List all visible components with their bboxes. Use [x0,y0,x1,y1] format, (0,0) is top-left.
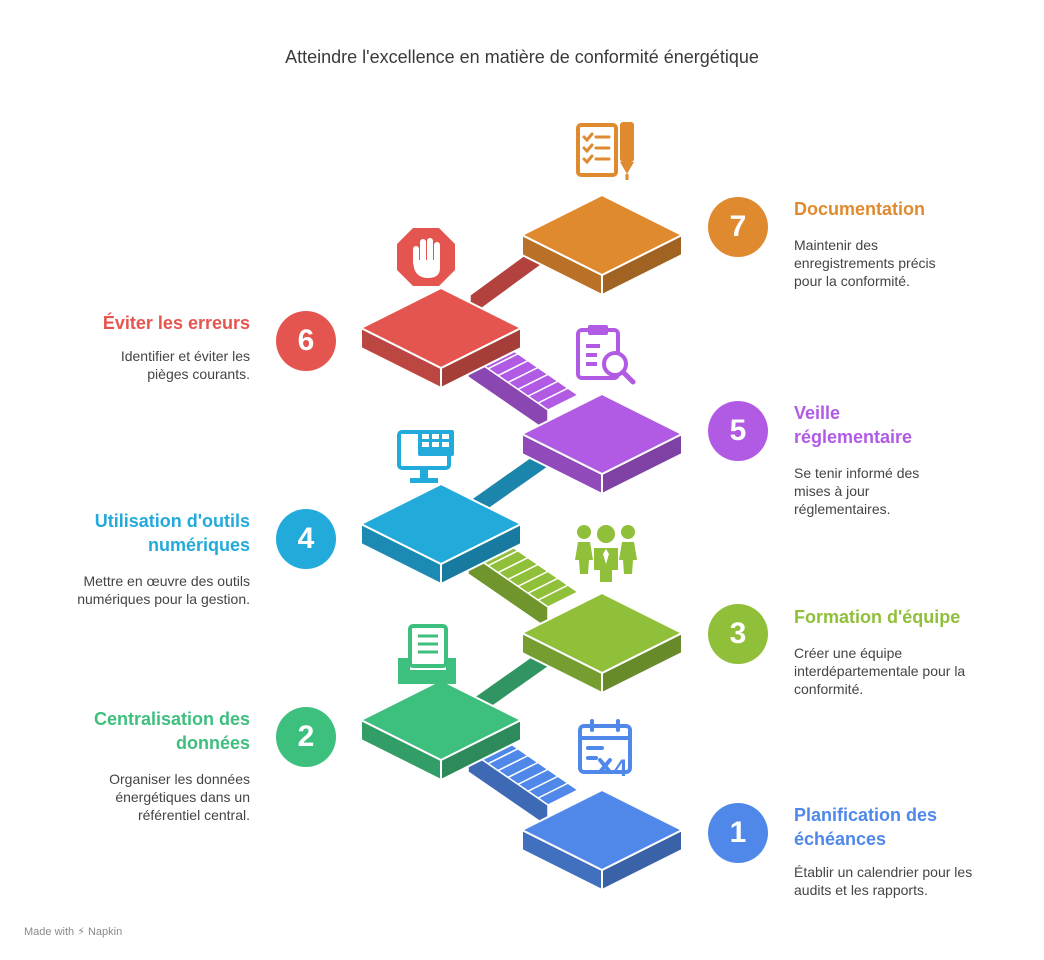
step-3-description: Créer une équipe interdépartementale pou… [794,645,966,697]
platform-2-top [360,679,522,761]
step-5-description: Se tenir informé des mises à jour réglem… [794,465,920,517]
step-1-description: Établir un calendrier pour les audits et… [794,864,973,898]
step-2-title: Centralisation des données [93,709,250,753]
napkin-footer: Made with ⚡ Napkin [24,926,123,938]
platform-1-top [521,789,683,871]
calendar-icon: 4 [578,719,632,780]
step-6-number-badge: 6 [276,311,336,371]
step-7-number-badge: 7 [708,197,768,257]
step-4-title: Utilisation d'outils numériques [94,511,250,555]
team-icon [575,525,637,582]
step-5-number-badge: 5 [708,401,768,461]
step-3-number-badge: 3 [708,604,768,664]
step-1-title: Planification des échéances [794,805,938,849]
platform-7-top [521,194,683,276]
step-7-title: Documentation [794,199,926,219]
step-2-description: Organiser les données énergétiques dans … [109,771,250,823]
svg-text:4: 4 [614,755,628,780]
page-title: Atteindre l'excellence en matière de con… [285,47,759,67]
step-4-description: Mettre en œuvre des outils numériques po… [77,573,250,607]
step-3-title: Formation d'équipe [794,607,961,627]
stop-hand-icon [397,228,455,286]
platform-5-top [521,393,683,475]
step-7-description: Maintenir des enregistrements précis pou… [794,237,936,289]
platform-4-top [360,483,522,565]
step-6-description: Identifier et éviter les pièges courants… [120,348,250,382]
step-2-number-badge: 2 [276,707,336,767]
platform-3-top [521,592,683,674]
platform-6-top [360,287,522,369]
clipboard-search-icon [576,325,636,385]
step-5-title: Veille réglementaire [794,403,913,447]
step-1-number-badge: 1 [708,803,768,863]
file-tray-icon [398,624,456,684]
computer-monitor-icon [397,430,454,483]
checklist-pen-icon [576,122,634,180]
step-6-title: Éviter les erreurs [102,313,250,333]
step-4-number-badge: 4 [276,509,336,569]
